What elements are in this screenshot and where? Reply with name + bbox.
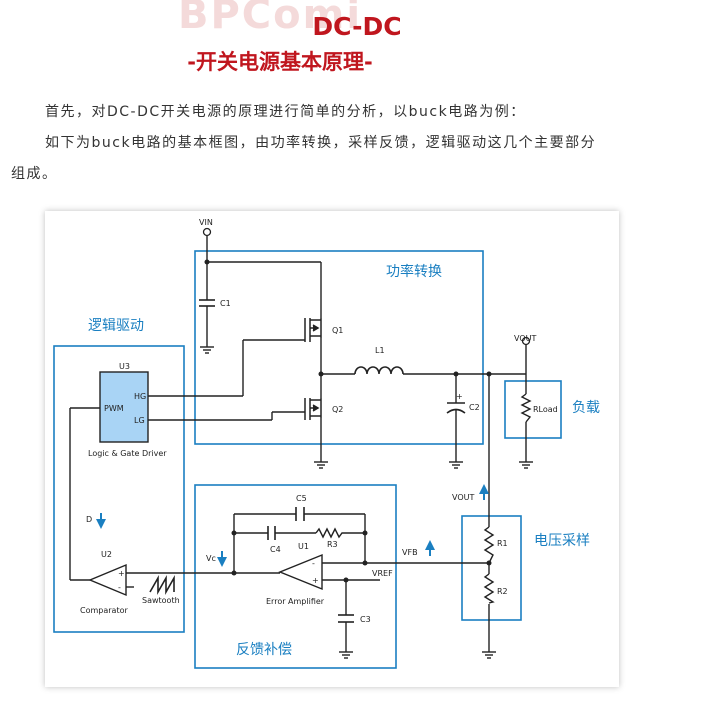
label-amp-minus: - bbox=[312, 559, 315, 568]
label-vin: VIN bbox=[199, 218, 213, 227]
logic-block-title: 逻辑驱动 bbox=[88, 318, 144, 334]
power-block-title: 功率转换 bbox=[386, 263, 442, 280]
label-q2: Q2 bbox=[332, 405, 343, 414]
inductor-l1 bbox=[354, 366, 404, 375]
gate-driver-chip-u3 bbox=[99, 371, 149, 443]
label-comp-minus: - bbox=[118, 583, 121, 592]
vin-terminal bbox=[202, 227, 212, 237]
capacitor-c1 bbox=[199, 299, 215, 307]
capacitor-c3 bbox=[338, 614, 354, 623]
capacitor-c2 bbox=[446, 402, 466, 414]
label-vref: VREF bbox=[372, 569, 393, 578]
load-block bbox=[504, 380, 562, 439]
label-c2-plus: + bbox=[456, 392, 463, 401]
resistor-r3 bbox=[315, 527, 344, 539]
label-u2: U2 bbox=[101, 550, 112, 559]
resistor-r2 bbox=[483, 573, 495, 604]
vout-terminal bbox=[521, 336, 531, 346]
paragraph-description: 如下为buck电路的基本框图，由功率转换，采样反馈，逻辑驱动这几个主要部分 bbox=[45, 135, 597, 151]
resistor-rload bbox=[520, 393, 532, 423]
logic-drive-block bbox=[53, 345, 185, 633]
capacitor-c4 bbox=[267, 526, 276, 540]
label-c5: C5 bbox=[296, 494, 307, 503]
label-q1: Q1 bbox=[332, 326, 343, 335]
label-c3: C3 bbox=[360, 615, 371, 624]
mosfet-q2 bbox=[300, 398, 322, 420]
label-lg: LG bbox=[134, 416, 145, 425]
label-error-amplifier: Error Amplifier bbox=[266, 597, 325, 606]
label-hg: HG bbox=[134, 392, 146, 401]
label-r2: R2 bbox=[497, 587, 508, 596]
label-rload: RLoad bbox=[533, 405, 558, 414]
label-vfb: VFB bbox=[402, 548, 418, 557]
label-c1: C1 bbox=[220, 299, 231, 308]
mosfet-q1 bbox=[300, 318, 322, 342]
label-comparator: Comparator bbox=[80, 606, 128, 615]
label-u1: U1 bbox=[298, 542, 309, 551]
label-pwm: PWM bbox=[104, 404, 124, 413]
label-r3: R3 bbox=[327, 540, 338, 549]
label-l1: L1 bbox=[375, 346, 385, 355]
label-u3: U3 bbox=[119, 362, 130, 371]
resistor-r1 bbox=[483, 526, 495, 564]
label-c2: C2 bbox=[469, 403, 480, 412]
ground-symbols bbox=[200, 346, 533, 659]
comparator-u2 bbox=[88, 563, 127, 597]
label-vc: Vc bbox=[206, 554, 216, 563]
sampling-block-title: 电压采样 bbox=[534, 533, 590, 549]
page-subtitle: -开关电源基本原理- bbox=[187, 50, 373, 74]
feedback-block-title: 反馈补偿 bbox=[236, 642, 292, 658]
label-driver: Logic & Gate Driver bbox=[88, 449, 167, 458]
wiring bbox=[69, 236, 527, 652]
label-vout: VOUT bbox=[514, 334, 536, 343]
capacitor-c5 bbox=[295, 507, 305, 521]
power-conversion-block bbox=[194, 250, 484, 445]
label-amp-plus: + bbox=[312, 576, 319, 585]
paragraph-description-cont: 组成。 bbox=[11, 166, 58, 182]
label-comp-plus: + bbox=[118, 569, 125, 578]
buck-circuit-diagram: 功率转换 逻辑驱动 负载 电压采样 反馈补偿 VIN C1 Q1 Q2 L1 C… bbox=[45, 211, 619, 687]
label-c4: C4 bbox=[270, 545, 281, 554]
feedback-compensation-block bbox=[194, 484, 397, 669]
load-block-title: 负载 bbox=[572, 400, 600, 416]
label-sawtooth: Sawtooth bbox=[142, 596, 180, 605]
page-title: DC-DC bbox=[312, 12, 402, 41]
watermark: BPComi bbox=[178, 0, 363, 38]
paragraph-intro: 首先，对DC-DC开关电源的原理进行简单的分析，以buck电路为例： bbox=[45, 104, 526, 120]
error-amplifier-u1 bbox=[278, 553, 323, 591]
sawtooth-icon bbox=[149, 574, 175, 596]
voltage-sampling-block bbox=[461, 515, 522, 621]
label-vout-arrow: VOUT bbox=[452, 493, 474, 502]
label-d: D bbox=[86, 515, 92, 524]
label-r1: R1 bbox=[497, 539, 508, 548]
